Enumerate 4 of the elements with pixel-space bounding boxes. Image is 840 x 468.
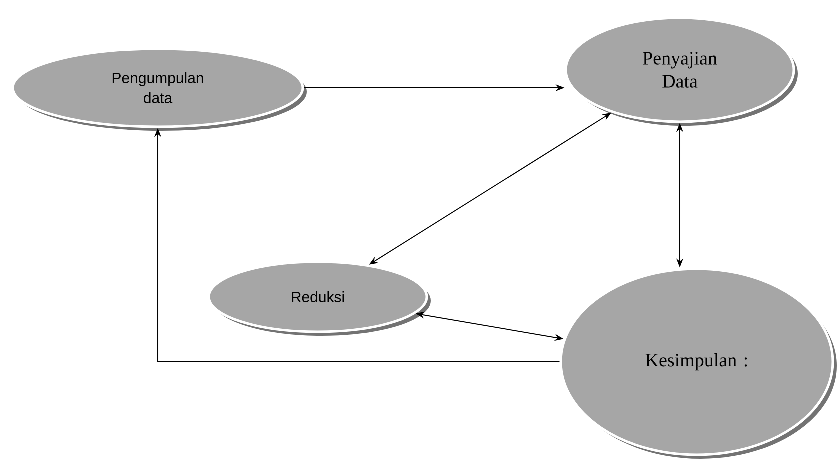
- ellipse-node: Kesimpulan :: [560, 268, 837, 459]
- ellipse-node: Reduksi: [208, 260, 431, 336]
- ellipse-node: Pengumpulan data: [12, 48, 307, 131]
- ellipse-node: Penyajian Data: [564, 16, 798, 126]
